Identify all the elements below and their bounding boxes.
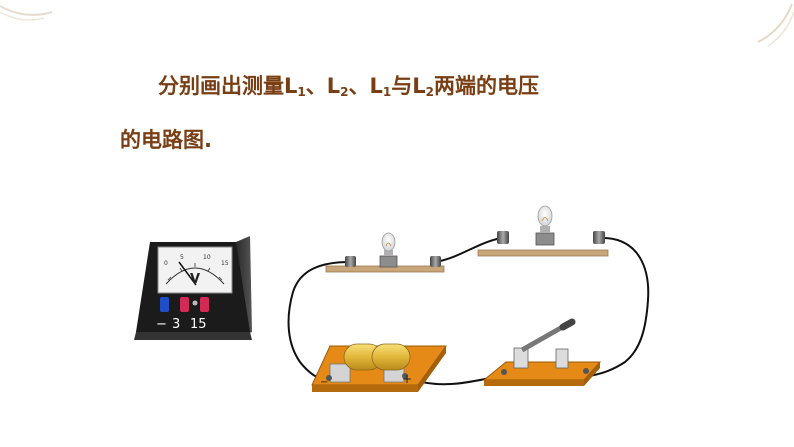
decoration-top-right — [757, 3, 794, 47]
terminal-15v — [200, 297, 209, 312]
scale-5: 5 — [180, 254, 184, 261]
switch-blade — [520, 322, 568, 353]
l2-subscript: 2 — [340, 85, 349, 99]
battery-minus-sign: − — [320, 377, 328, 388]
bulb-l2-icon — [537, 205, 553, 227]
l2-letter-b: L — [412, 74, 426, 98]
wire-right-loop — [589, 236, 650, 377]
l1-subscript: 1 — [297, 85, 306, 99]
switch-terminal-right — [583, 368, 589, 374]
battery-terminal-positive — [402, 373, 408, 379]
bulb-l1-board — [325, 232, 445, 273]
voltmeter: 0 5 10 15 V − 3 15 — [134, 236, 252, 340]
battery-plus-sign: + — [402, 372, 412, 386]
wire-left-loop — [287, 261, 351, 383]
question-line-2: 的电路图. — [120, 128, 212, 152]
separator-1: 、 — [305, 74, 327, 98]
scale-15: 15 — [221, 260, 229, 267]
voltmeter-symbol: V — [190, 272, 200, 287]
battery-terminal-negative — [326, 375, 332, 381]
bulb-l1-icon — [381, 232, 396, 252]
zero-adjust-screw — [192, 300, 198, 306]
l1-subscript-b: 1 — [382, 85, 392, 99]
question-line-1: 分别画出测量L1、L2、L1与L2两端的电压 — [120, 62, 680, 116]
bulb-l1-socket — [379, 255, 398, 268]
question-suffix: 两端的电压 — [434, 74, 539, 98]
voltmeter-needle — [178, 261, 197, 286]
label-minus: − — [156, 317, 167, 332]
separator-2: 、 — [348, 74, 370, 98]
bulb-l2-terminal-left — [497, 231, 509, 244]
switch-handle — [559, 318, 576, 331]
switch-terminal-left — [501, 369, 507, 375]
wire-bulb-link — [434, 237, 503, 263]
question-prefix: 分别画出测量 — [158, 74, 284, 98]
conjunction: 与 — [391, 74, 413, 98]
label-15: 15 — [190, 317, 207, 332]
switch-hinge-post — [513, 347, 529, 369]
scale-10: 10 — [203, 254, 211, 261]
wires — [287, 236, 650, 386]
bulb-l1-terminal-right — [430, 256, 441, 267]
l2-subscript-b: 2 — [425, 85, 434, 99]
bulb-l2-board — [477, 205, 609, 257]
battery-cell-2 — [371, 343, 411, 371]
switch-contact-post — [555, 348, 569, 369]
l1-letter: L — [284, 74, 298, 98]
terminal-3v — [180, 297, 189, 312]
bulb-l2-terminal-right — [593, 231, 605, 244]
scale-0: 0 — [164, 260, 168, 267]
l1-letter-b: L — [369, 74, 383, 98]
bulb-l2-socket — [535, 232, 555, 246]
question-text: 分别画出测量L1、L2、L1与L2两端的电压 的电路图. — [120, 62, 680, 164]
battery-holder-left — [329, 363, 351, 383]
voltmeter-dial — [157, 246, 233, 294]
decoration-top-left — [0, 5, 53, 21]
terminal-negative — [160, 297, 169, 312]
l2-letter: L — [326, 74, 341, 98]
knife-switch — [482, 318, 602, 386]
label-3: 3 — [172, 317, 180, 332]
bulb-l1-terminal-left — [345, 256, 356, 267]
battery-box: − + — [311, 343, 447, 392]
